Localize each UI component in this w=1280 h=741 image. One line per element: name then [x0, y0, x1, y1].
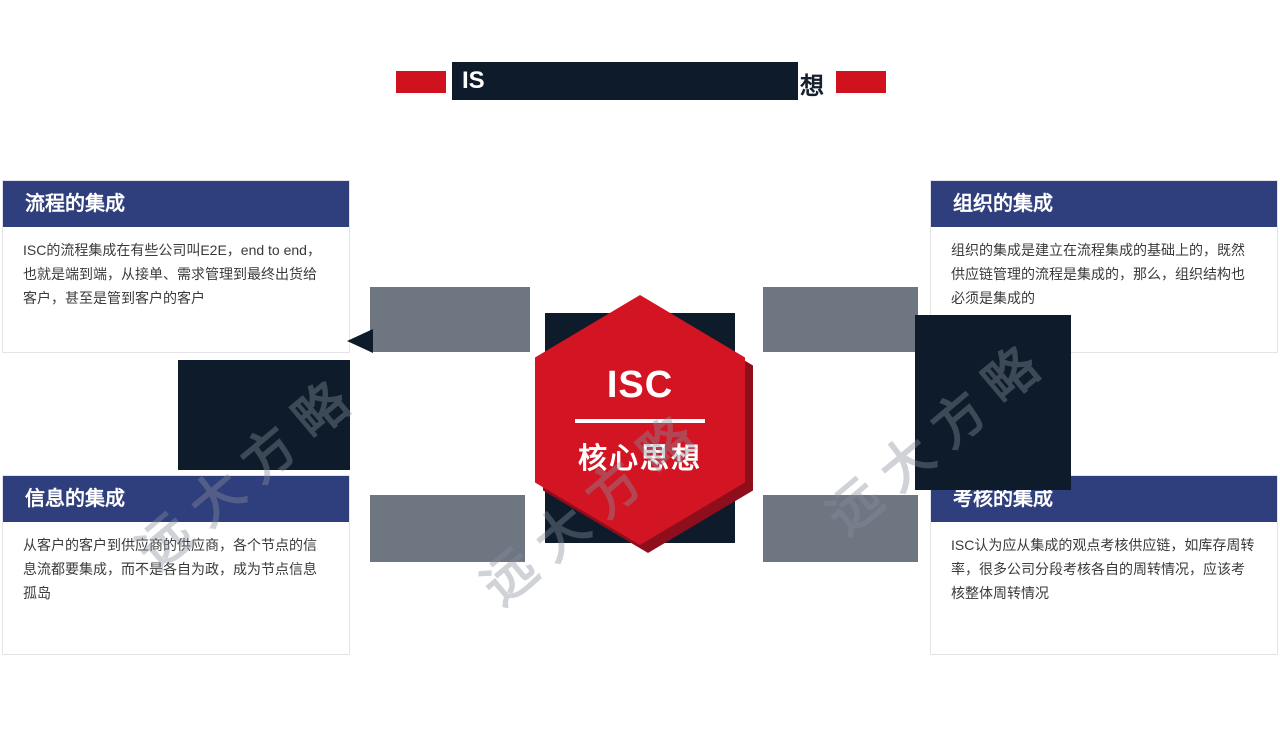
connector-top-right	[763, 287, 918, 352]
hexagon-subtitle: 核心思想	[577, 442, 702, 475]
card-organization-body: 组织的集成是建立在流程集成的基础上的，既然供应链管理的流程是集成的，那么，组织结…	[951, 242, 1245, 306]
connector-top-left	[370, 287, 530, 352]
title-accent-right	[836, 71, 886, 93]
title-accent-left	[396, 71, 446, 93]
card-process-title: 流程的集成	[3, 181, 349, 227]
connector-bottom-right	[763, 495, 918, 562]
title-redaction-bar: IS	[452, 62, 798, 100]
card-information-title: 信息的集成	[3, 476, 349, 522]
connector-bottom-left	[370, 495, 525, 562]
title-fragment-right: 想	[800, 73, 824, 100]
card-information-body: 从客户的客户到供应商的供应商，各个节点的信息流都要集成，而不是各自为政，成为节点…	[23, 537, 317, 601]
card-assessment-body: ISC认为应从集成的观点考核供应链，如库存周转率，很多公司分段考核各自的周转情况…	[951, 537, 1255, 601]
arrow-left-icon	[347, 329, 373, 353]
card-organization-title: 组织的集成	[931, 181, 1277, 227]
hexagon-title: ISC	[606, 363, 674, 406]
redaction-block-right	[915, 315, 1071, 490]
card-information-integration: 信息的集成 从客户的客户到供应商的供应商，各个节点的信息流都要集成，而不是各自为…	[2, 475, 350, 655]
redaction-block-left	[178, 360, 350, 470]
card-process-body: ISC的流程集成在有些公司叫E2E，end to end，也就是端到端，从接单、…	[23, 242, 321, 306]
card-process-integration: 流程的集成 ISC的流程集成在有些公司叫E2E，end to end，也就是端到…	[2, 180, 350, 353]
hexagon-divider	[575, 418, 705, 423]
title-fragment-left: IS	[462, 67, 485, 94]
card-assessment-integration: 考核的集成 ISC认为应从集成的观点考核供应链，如库存周转率，很多公司分段考核各…	[930, 475, 1278, 655]
